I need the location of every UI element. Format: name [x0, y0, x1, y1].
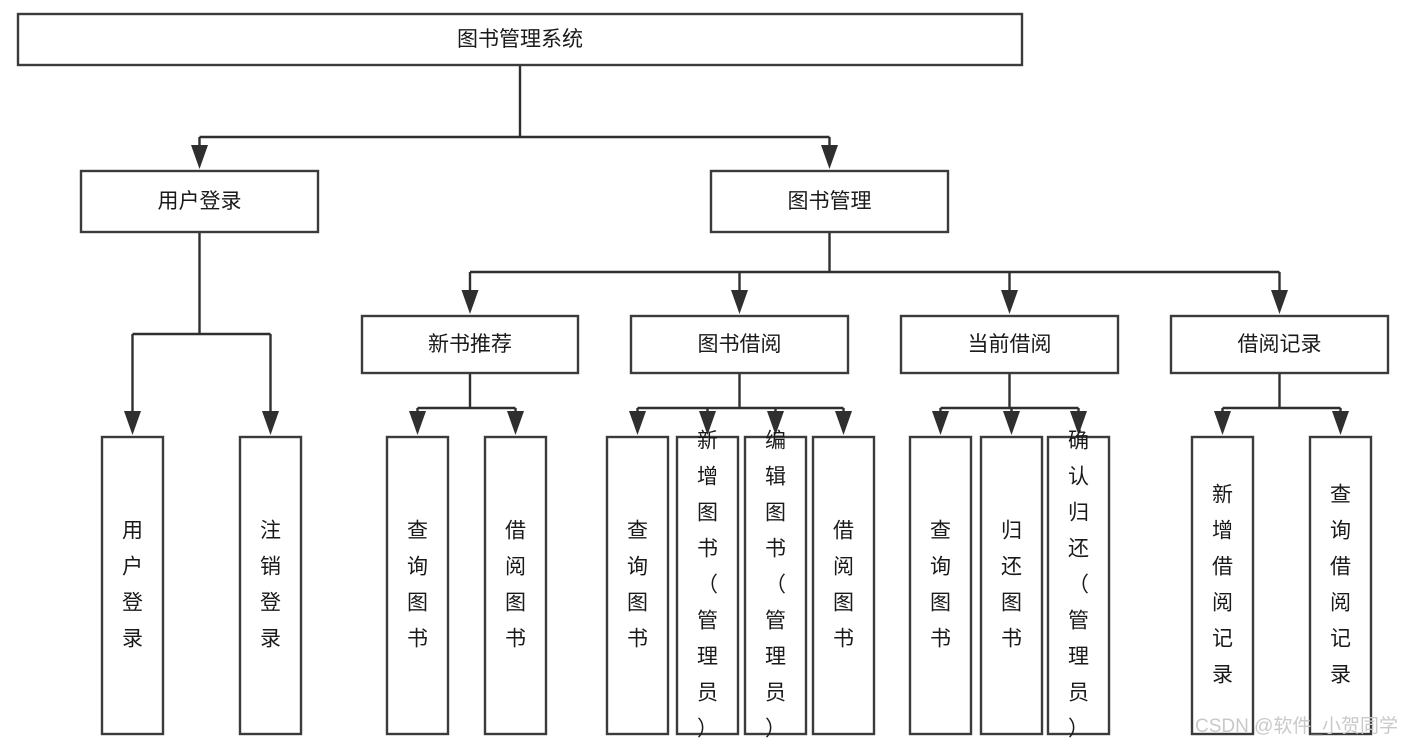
- node-leaf-add-record[interactable]: 新增借阅记录: [1190, 435, 1255, 736]
- arrow-head-icon: [1070, 411, 1087, 435]
- node-label: 借阅记录: [1238, 333, 1322, 356]
- node-box[interactable]: [743, 435, 808, 736]
- arrow-head-icon: [124, 411, 141, 435]
- node-box[interactable]: [1190, 435, 1255, 736]
- connector-group-current-borrow: [932, 373, 1087, 435]
- node-leaf-edit-book[interactable]: 编辑图书（管理员）: [743, 429, 808, 740]
- node-label: 图书管理系统: [457, 28, 583, 51]
- node-label: 图书管理: [788, 190, 872, 213]
- node-label: 用户登录: [158, 190, 242, 213]
- connector-layer: [124, 65, 1349, 435]
- node-box[interactable]: [908, 435, 973, 736]
- arrow-head-icon: [1271, 290, 1288, 314]
- node-new-book-recommend[interactable]: 新书推荐: [360, 314, 580, 375]
- arrow-head-icon: [821, 145, 838, 169]
- arrow-head-icon: [932, 411, 949, 435]
- node-box[interactable]: [100, 435, 165, 736]
- node-box[interactable]: [360, 314, 580, 375]
- node-box[interactable]: [483, 435, 548, 736]
- node-box[interactable]: [899, 314, 1120, 375]
- arrow-head-icon: [507, 411, 524, 435]
- node-label: 新书推荐: [428, 333, 512, 356]
- arrow-head-icon: [1003, 411, 1020, 435]
- node-label: 新增图书（管理员）: [697, 429, 718, 740]
- node-box[interactable]: [1308, 435, 1373, 736]
- node-box[interactable]: [979, 435, 1044, 736]
- node-label: 归还图书: [1001, 519, 1022, 650]
- node-label: 查询图书: [627, 519, 648, 650]
- node-book-management[interactable]: 图书管理: [709, 169, 950, 234]
- node-box[interactable]: [238, 435, 303, 736]
- arrow-head-icon: [1001, 290, 1018, 314]
- node-box[interactable]: [629, 314, 850, 375]
- node-label: 借阅图书: [505, 519, 526, 650]
- connector-group-root: [191, 65, 838, 169]
- node-box[interactable]: [16, 12, 1024, 67]
- node-label: 用户登录: [122, 519, 143, 650]
- node-label: 查询图书: [407, 519, 428, 650]
- node-layer: 图书管理系统用户登录图书管理新书推荐图书借阅当前借阅借阅记录用户登录注销登录查询…: [16, 12, 1390, 740]
- node-leaf-confirm-return[interactable]: 确认归还（管理员）: [1046, 429, 1111, 740]
- arrow-head-icon: [699, 411, 716, 435]
- node-box[interactable]: [1169, 314, 1390, 375]
- connector-group-book-borrow: [629, 373, 852, 435]
- node-box[interactable]: [675, 435, 740, 736]
- node-label: 图书借阅: [698, 333, 782, 356]
- connector-group-book-management: [461, 232, 1288, 314]
- arrow-head-icon: [409, 411, 426, 435]
- node-root[interactable]: 图书管理系统: [16, 12, 1024, 67]
- arrow-head-icon: [1214, 411, 1231, 435]
- node-current-borrow[interactable]: 当前借阅: [899, 314, 1120, 375]
- node-leaf-user-login[interactable]: 用户登录: [100, 435, 165, 736]
- connector-group-user-login: [124, 232, 279, 435]
- node-label: 确认归还（管理员）: [1068, 429, 1089, 740]
- connector-group-borrow-record: [1214, 373, 1349, 435]
- node-label: 借阅图书: [833, 519, 854, 650]
- node-leaf-borrow-book-rec[interactable]: 借阅图书: [483, 435, 548, 736]
- node-label: 新增借阅记录: [1212, 483, 1233, 686]
- node-label: 查询借阅记录: [1330, 483, 1351, 686]
- node-leaf-query-book-cur[interactable]: 查询图书: [908, 435, 973, 736]
- node-label: 当前借阅: [968, 333, 1052, 356]
- node-leaf-query-book-rec[interactable]: 查询图书: [385, 435, 450, 736]
- node-box[interactable]: [811, 435, 876, 736]
- node-leaf-query-record[interactable]: 查询借阅记录: [1308, 435, 1373, 736]
- arrow-head-icon: [835, 411, 852, 435]
- node-borrow-record[interactable]: 借阅记录: [1169, 314, 1390, 375]
- node-label: 注销登录: [260, 519, 281, 650]
- node-leaf-borrow-book[interactable]: 借阅图书: [811, 435, 876, 736]
- watermark-label: CSDN @软件_小贺同学: [1195, 715, 1398, 737]
- arrow-head-icon: [731, 290, 748, 314]
- node-box[interactable]: [605, 435, 670, 736]
- node-box[interactable]: [79, 169, 320, 234]
- node-label: 查询图书: [930, 519, 951, 650]
- arrow-head-icon: [461, 290, 479, 314]
- node-box[interactable]: [1046, 435, 1111, 736]
- arrow-head-icon: [629, 411, 646, 435]
- node-label: 编辑图书（管理员）: [765, 429, 786, 740]
- node-box[interactable]: [385, 435, 450, 736]
- node-leaf-user-logout[interactable]: 注销登录: [238, 435, 303, 736]
- node-leaf-add-book[interactable]: 新增图书（管理员）: [675, 429, 740, 740]
- arrow-head-icon: [1332, 411, 1349, 435]
- node-user-login[interactable]: 用户登录: [79, 169, 320, 234]
- arrow-head-icon: [262, 411, 279, 435]
- node-leaf-query-book-borrow[interactable]: 查询图书: [605, 435, 670, 736]
- node-box[interactable]: [709, 169, 950, 234]
- node-book-borrow[interactable]: 图书借阅: [629, 314, 850, 375]
- connector-group-new-book-recommend: [409, 373, 524, 435]
- node-leaf-return-book[interactable]: 归还图书: [979, 435, 1044, 736]
- arrow-head-icon: [191, 145, 208, 169]
- arrow-head-icon: [767, 411, 784, 435]
